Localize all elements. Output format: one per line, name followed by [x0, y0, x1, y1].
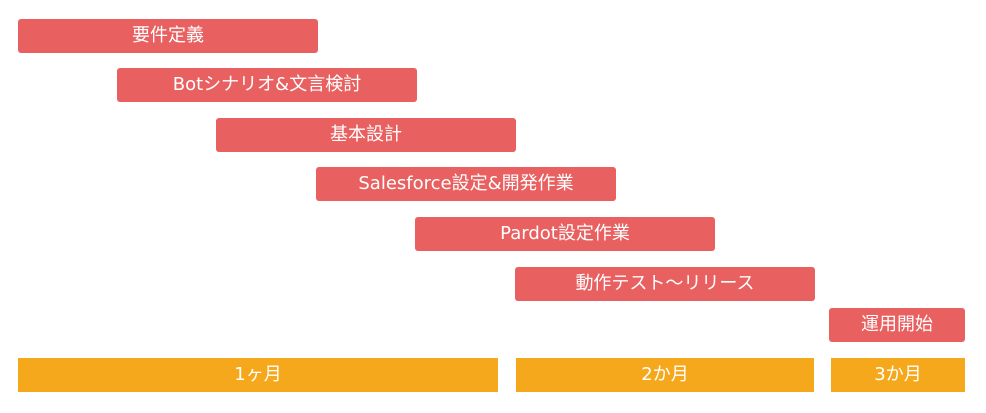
task-bar-testing-release: 動作テスト〜リリース — [515, 267, 815, 301]
task-bar-pardot: Pardot設定作業 — [415, 217, 715, 251]
task-bar-bot-scenario: Botシナリオ&文言検討 — [117, 68, 417, 102]
task-bar-salesforce: Salesforce設定&開発作業 — [316, 167, 616, 201]
task-bar-basic-design: 基本設計 — [216, 118, 516, 152]
phase-bar-month-3: 3か月 — [831, 358, 965, 392]
task-bar-requirements: 要件定義 — [18, 19, 318, 53]
phase-bar-month-1: 1ヶ月 — [18, 358, 498, 392]
phase-bar-month-2: 2か月 — [516, 358, 814, 392]
task-bar-operation-start: 運用開始 — [829, 308, 965, 342]
